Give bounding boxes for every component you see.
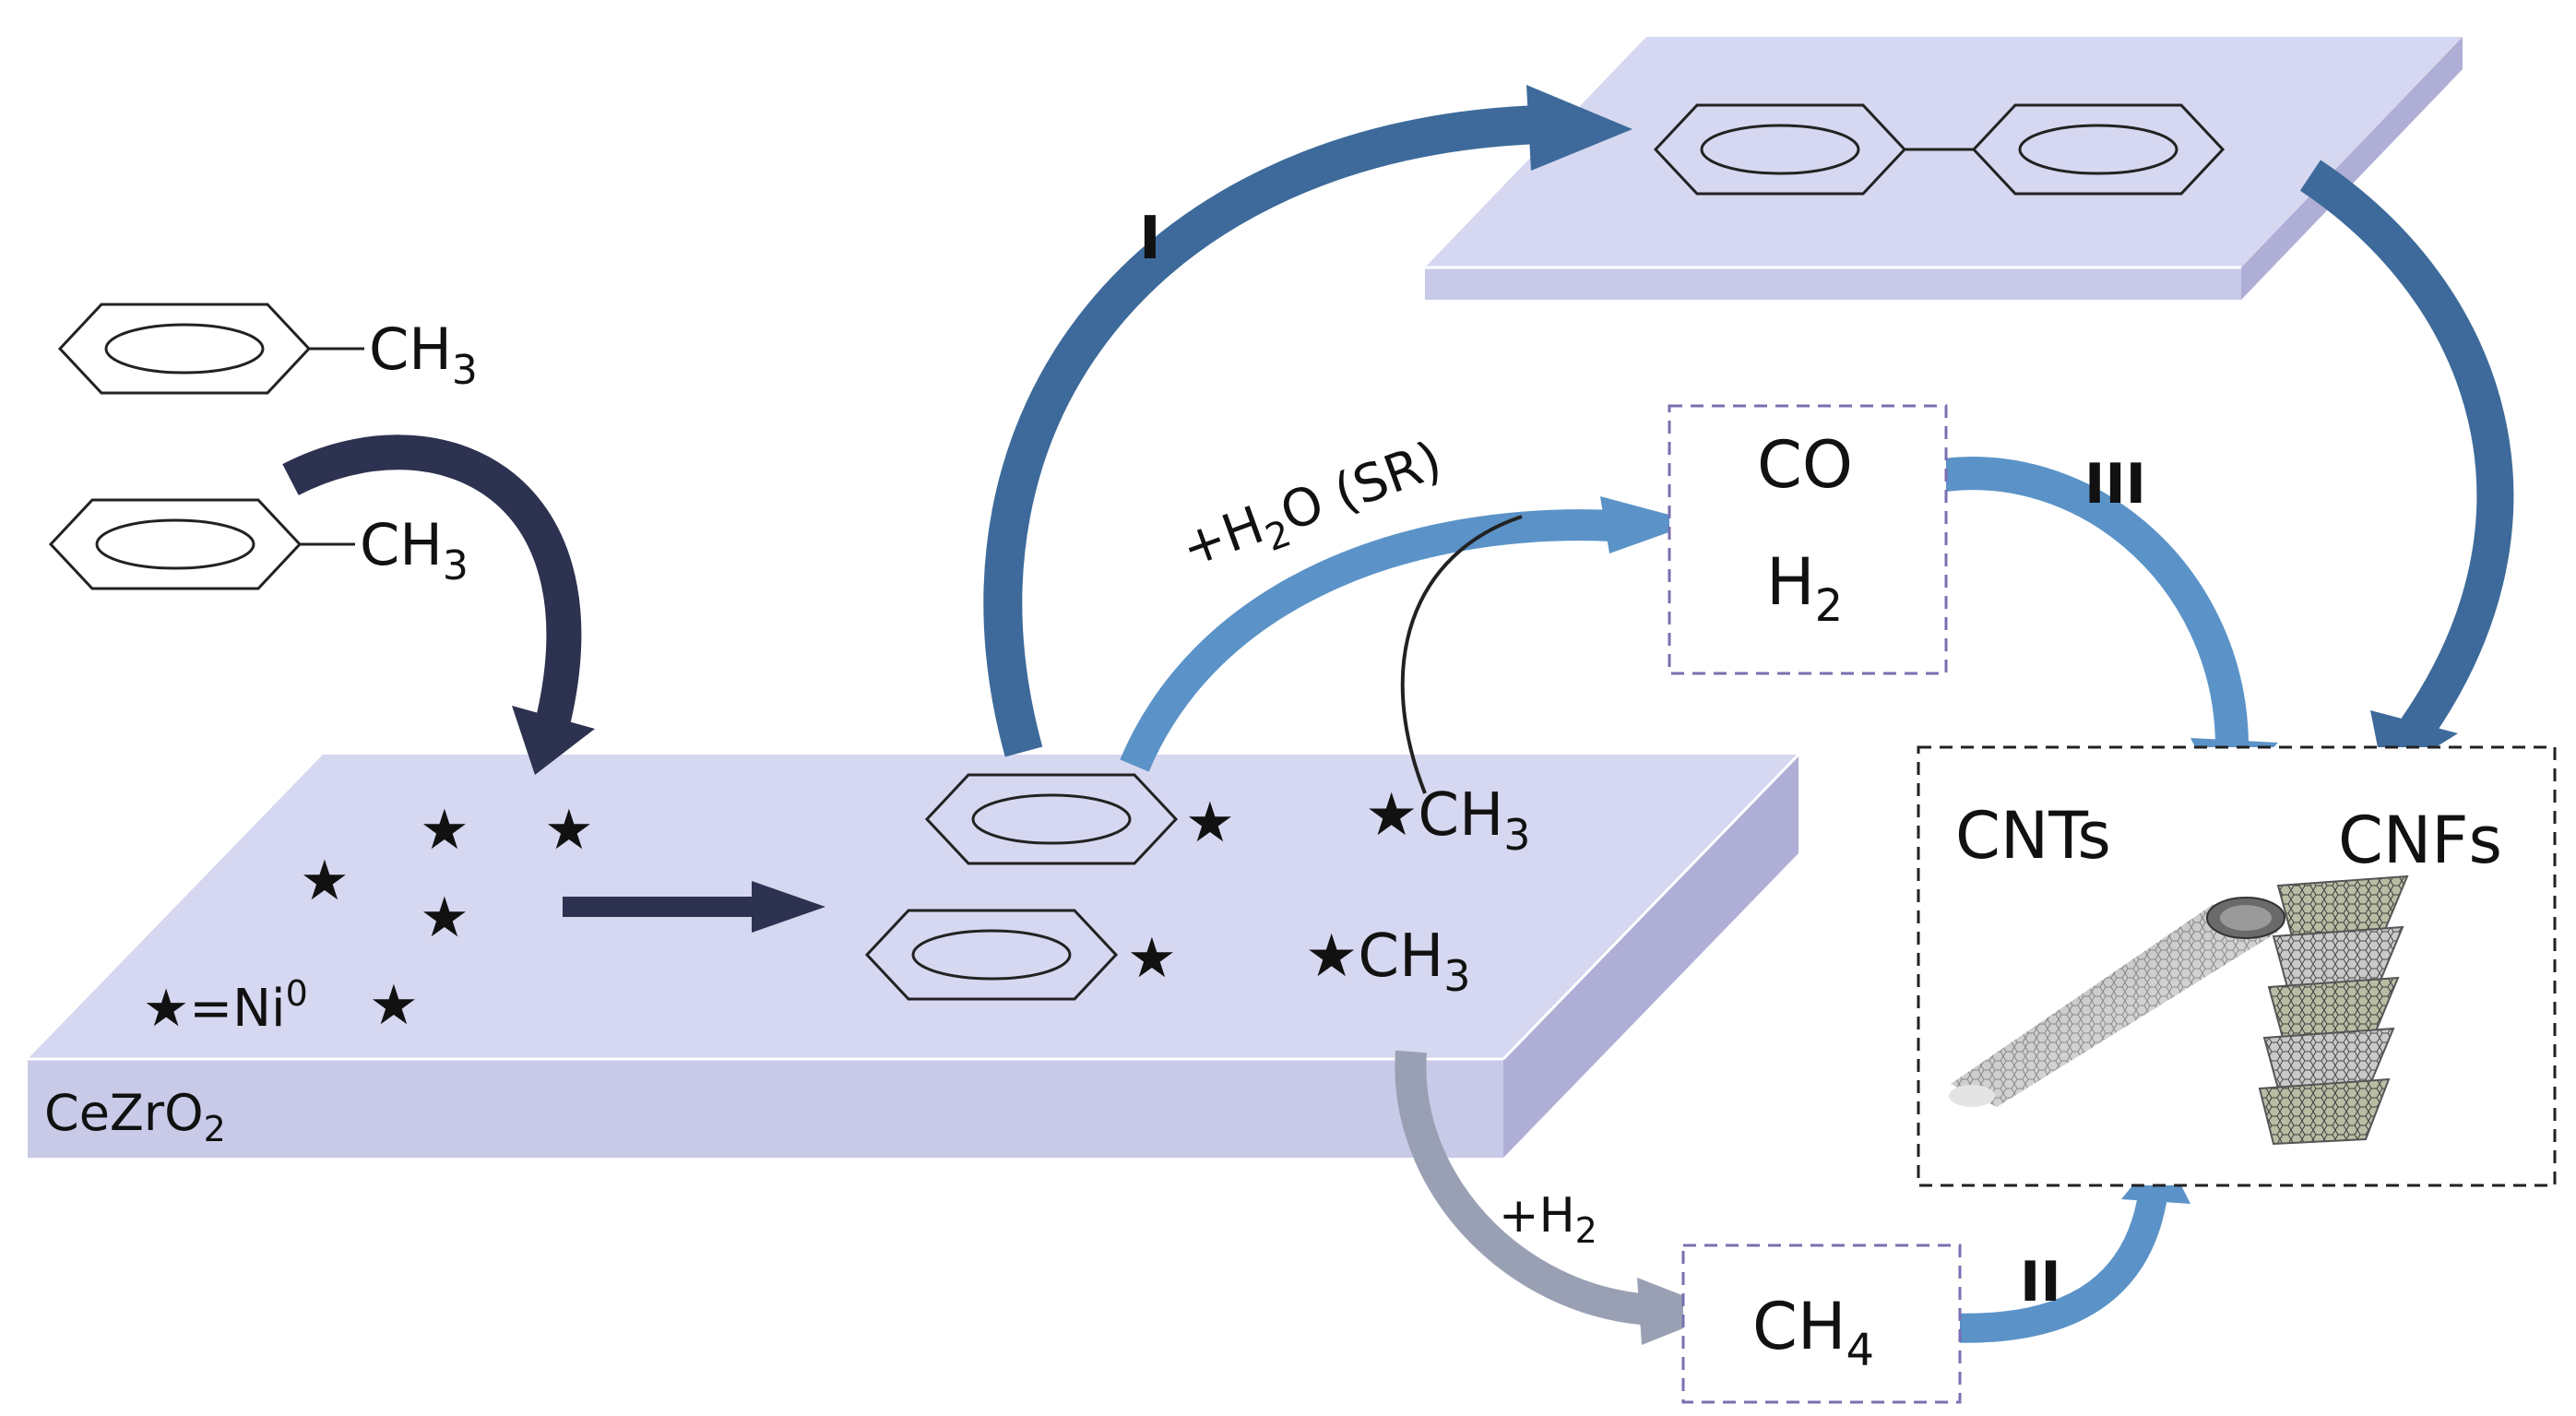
ni-active-sites: ★ ★ ★ ★ ★ — [300, 798, 594, 1038]
support-sub: 2 — [204, 1109, 226, 1149]
hydrogenation-arrow — [1395, 1050, 1725, 1345]
steam-reforming-post: O (SR) — [1273, 430, 1449, 543]
svg-text:CH3: CH3 — [360, 511, 469, 589]
toluene-molecule-1: CH3 — [57, 303, 478, 395]
upper-plate-side-face — [2241, 37, 2463, 300]
ni-legend-prefix: ★=Ni — [143, 979, 286, 1039]
route-i-arrow — [983, 85, 1632, 757]
dissociation-arrow — [563, 881, 825, 933]
toluene-molecule-2: CH3 — [48, 498, 469, 590]
adsorbed-methyl-1-main: ★CH — [1365, 781, 1503, 850]
biphenyl-to-cnfs-arrow — [2299, 160, 2514, 779]
syngas-h2-main: H — [1766, 544, 1815, 620]
product-cnfs: CNFs — [2338, 803, 2502, 878]
adsorbed-methyl-2-sub: 3 — [1443, 951, 1470, 1001]
biphenyl-plate — [1425, 37, 2463, 300]
syngas-box — [1668, 404, 1948, 675]
svg-text:CH3: CH3 — [369, 315, 478, 394]
benzene-ring-icon — [864, 909, 1119, 1001]
methane-main: CH — [1752, 1289, 1846, 1364]
support-main: CeZrO — [44, 1084, 204, 1142]
hydrogenation-label: +H2 — [1499, 1188, 1597, 1251]
adsorbed-methyl-1: ★CH3 — [1365, 781, 1530, 860]
product-cnts: CNTs — [1955, 798, 2111, 874]
ni-legend-sup: 0 — [286, 973, 308, 1014]
ni-site-star-icon: ★ — [300, 849, 350, 913]
adsorbed-methyl-2: ★CH3 — [1305, 922, 1470, 1001]
plate-front-face — [28, 1059, 1503, 1158]
adsorption-arrow — [282, 434, 595, 775]
adsorbed-methyl-1-sub: 3 — [1503, 810, 1530, 860]
benzene-ring-icon — [48, 498, 303, 590]
ni-site-star-icon: ★ — [420, 798, 469, 863]
hydrogenation-pre: +H — [1499, 1188, 1575, 1243]
route-i-label: I — [1139, 205, 1161, 273]
ni-site-star-icon: ★ — [1185, 791, 1235, 855]
route-ii-label: II — [2020, 1250, 2061, 1315]
ni-legend: ★=Ni0 — [143, 973, 308, 1039]
upper-plate-front-face — [1425, 268, 2241, 300]
methane-label: CH4 — [1752, 1289, 1874, 1376]
adsorbed-phenyl-2: ★ — [864, 909, 1177, 1001]
plate-top-face — [28, 755, 1798, 1059]
support-label: CeZrO2 — [44, 1084, 226, 1149]
benzene-ring-icon — [924, 773, 1179, 865]
steam-reforming-arrow — [1120, 496, 1697, 772]
methane-box — [1681, 1243, 1962, 1404]
steam-reforming-label: +H2O (SR) — [1174, 430, 1453, 588]
ni-site-star-icon: ★ — [369, 973, 419, 1038]
cnf-illustration-icon — [2258, 875, 2409, 1146]
ni-site-star-icon: ★ — [1127, 926, 1177, 991]
benzene-ring-icon — [57, 303, 312, 395]
methane-sub: 4 — [1846, 1325, 1875, 1376]
route-iii-label: III — [2084, 452, 2146, 517]
cnt-illustration-icon — [1949, 897, 2285, 1107]
toluene-1-group: CH — [369, 315, 452, 383]
ni-site-star-icon: ★ — [420, 886, 469, 950]
biphenyl-molecule — [1653, 103, 2226, 196]
adsorbed-methyl-2-main: ★CH — [1305, 922, 1443, 991]
ni-site-star-icon: ★ — [544, 798, 594, 863]
syngas-h2: H2 — [1766, 544, 1843, 632]
benzene-ring-icon — [1971, 103, 2226, 196]
plate-side-face — [1503, 755, 1798, 1158]
toluene-2-sub: 3 — [443, 542, 469, 589]
syngas-h2-sub: 2 — [1815, 580, 1844, 632]
adsorbed-phenyl-1: ★ — [924, 773, 1235, 865]
methyl-oxidation-line — [1400, 515, 1523, 794]
hydrogenation-sub: 2 — [1575, 1210, 1597, 1251]
upper-plate-top-face — [1425, 37, 2463, 268]
toluene-1-sub: 3 — [452, 347, 478, 394]
toluene-2-group: CH — [360, 511, 443, 578]
cezro2-support-plate — [28, 753, 1800, 1158]
syngas-co: CO — [1757, 427, 1853, 503]
steam-reforming-pre: +H — [1174, 495, 1272, 580]
carbon-products-box — [1917, 745, 2557, 1187]
